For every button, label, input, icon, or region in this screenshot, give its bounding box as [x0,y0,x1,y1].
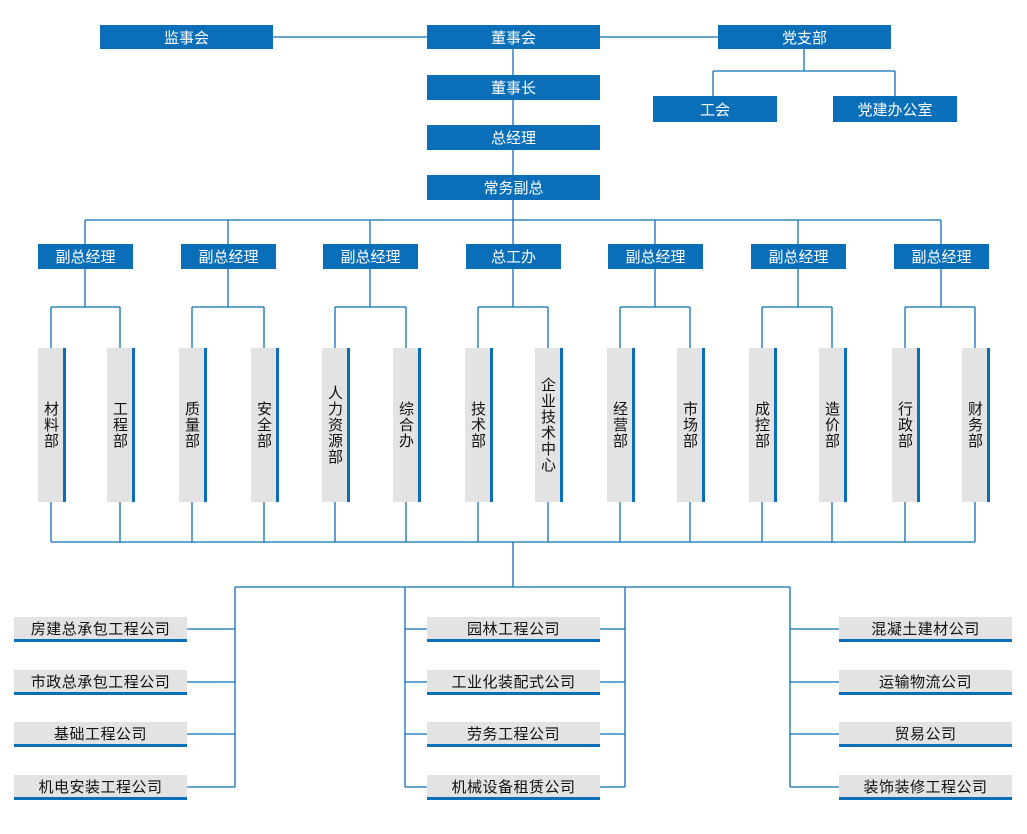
company-label: 混凝土建材公司 [871,619,980,638]
company-label: 贸易公司 [894,724,957,743]
company-box: 装饰装修工程公司 [839,775,1012,800]
department-label: 行政部 [896,401,914,449]
executive-deputy-gm-box: 常务副总 [427,175,600,200]
department-label: 工程部 [111,401,129,449]
company-label: 园林工程公司 [466,619,560,638]
department-label: 材料部 [42,401,60,449]
deputy-label: 副总经理 [768,248,829,266]
company-box: 工业化装配式公司 [427,670,600,695]
deputy-label: 副总经理 [911,248,972,266]
department-box: 综合办 [393,348,421,502]
company-label: 工业化装配式公司 [451,672,576,691]
company-label: 运输物流公司 [878,672,972,691]
company-box: 机电安装工程公司 [14,775,187,800]
chairman-box: 董事长 [427,75,600,100]
chairman-label: 董事长 [490,79,536,97]
chief-engineer-office-label: 总工办 [490,248,536,266]
company-label: 基础工程公司 [53,724,147,743]
deputy-box-6: 副总经理 [751,244,846,269]
department-box: 行政部 [892,348,920,502]
department-box: 工程部 [107,348,135,502]
department-label: 技术部 [469,401,487,449]
deputy-box-5: 副总经理 [608,244,703,269]
department-label: 经营部 [611,401,629,449]
deputy-label: 副总经理 [198,248,259,266]
party-branch-label: 党支部 [781,28,827,47]
department-label: 安全部 [255,401,273,449]
chief-engineer-office-box: 总工办 [466,244,561,269]
party-branch-box: 党支部 [718,25,891,49]
deputy-box-2: 副总经理 [181,244,276,269]
company-box: 园林工程公司 [427,617,600,642]
general-manager-box: 总经理 [427,125,600,150]
company-label: 市政总承包工程公司 [30,672,171,691]
department-box: 材料部 [38,348,66,502]
labor-union-label: 工会 [699,100,730,119]
department-box: 企业技术中心 [535,348,563,502]
deputy-box-7: 副总经理 [894,244,989,269]
company-box: 机械设备租赁公司 [427,775,600,800]
supervisory-board-box: 监事会 [100,25,273,49]
company-label: 房建总承包工程公司 [30,619,171,638]
deputy-label: 副总经理 [625,248,686,266]
department-label: 成控部 [753,401,771,449]
department-box: 造价部 [819,348,847,502]
company-label: 机电安装工程公司 [38,777,163,796]
company-box: 劳务工程公司 [427,722,600,747]
department-box: 财务部 [962,348,990,502]
company-box: 房建总承包工程公司 [14,617,187,642]
department-box: 安全部 [251,348,279,502]
party-office-box: 党建办公室 [833,96,957,122]
supervisory-board-label: 监事会 [163,28,209,47]
department-box: 成控部 [749,348,777,502]
company-label: 劳务工程公司 [466,724,560,743]
department-box: 技术部 [465,348,493,502]
company-box: 运输物流公司 [839,670,1012,695]
board-of-directors-label: 董事会 [490,28,536,47]
department-label: 质量部 [183,401,201,449]
company-label: 装饰装修工程公司 [863,777,988,796]
department-label: 造价部 [823,401,841,449]
deputy-box-3: 副总经理 [323,244,418,269]
labor-union-box: 工会 [653,96,777,122]
general-manager-label: 总经理 [490,129,536,147]
party-office-label: 党建办公室 [857,100,933,119]
department-label: 市场部 [681,401,699,449]
department-label: 人力资源部 [326,385,344,465]
department-box: 经营部 [607,348,635,502]
deputy-label: 副总经理 [340,248,401,266]
department-label: 财务部 [966,401,984,449]
department-label: 企业技术中心 [539,377,557,473]
department-label: 综合办 [397,401,415,449]
department-box: 质量部 [179,348,207,502]
department-box: 人力资源部 [322,348,350,502]
company-box: 市政总承包工程公司 [14,670,187,695]
department-box: 市场部 [677,348,705,502]
executive-deputy-gm-label: 常务副总 [483,179,544,197]
company-box: 贸易公司 [839,722,1012,747]
company-box: 混凝土建材公司 [839,617,1012,642]
company-box: 基础工程公司 [14,722,187,747]
company-label: 机械设备租赁公司 [451,777,576,796]
deputy-box-1: 副总经理 [38,244,133,269]
deputy-label: 副总经理 [55,248,116,266]
board-of-directors-box: 董事会 [427,25,600,49]
